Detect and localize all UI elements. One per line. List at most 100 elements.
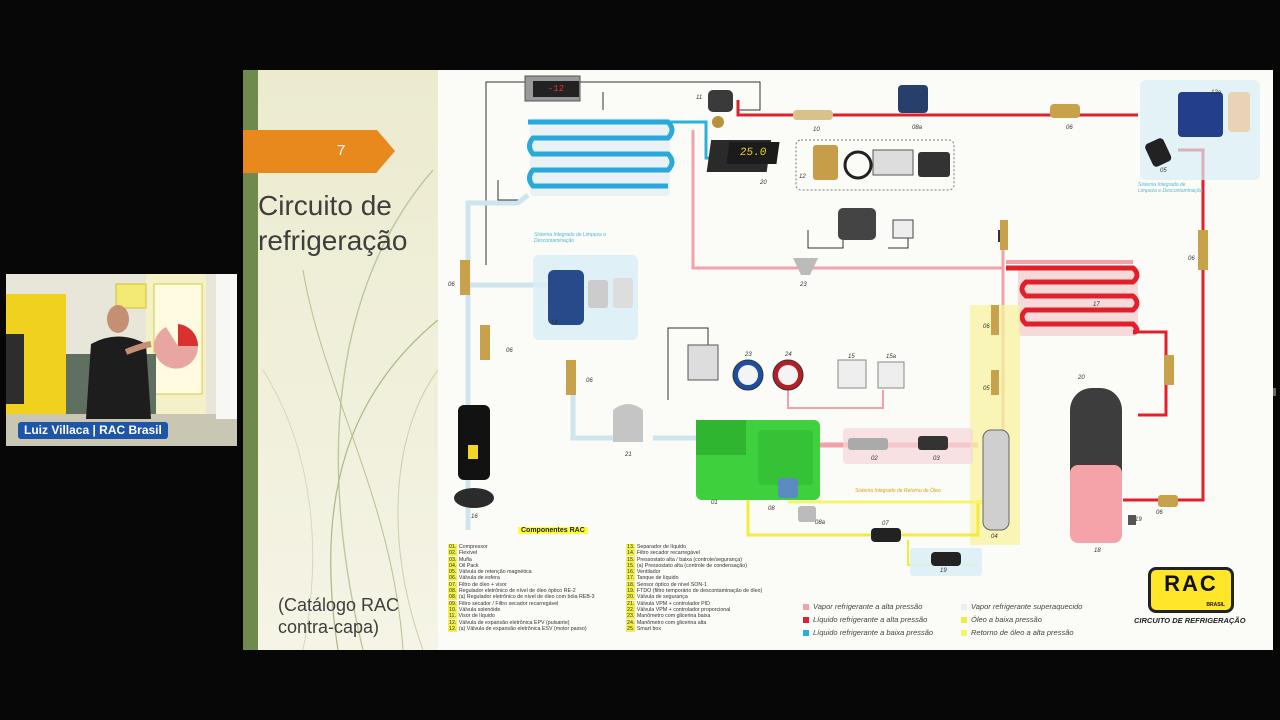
ftdo-19 [931, 552, 961, 566]
webcam-scene [6, 274, 237, 446]
filter-drier-09 [1145, 138, 1172, 167]
slide-number-badge: 7 [243, 130, 395, 173]
label-06-left2: 06 [506, 348, 513, 354]
controller-12a [872, 149, 914, 176]
label-09: 05 [1160, 168, 1167, 174]
component-list-item: 12. Válvula de expansão eletrônica EPV (… [448, 619, 570, 626]
component-list-item: 10. Válvula solenóide [448, 606, 501, 613]
logo-subtext: BRASIL [1206, 602, 1225, 608]
component-list-item: 09. Filtro secador / Filtro secador reca… [448, 600, 559, 607]
pipe-liquid-high-pressure [1138, 330, 1168, 417]
decorative-swirls [262, 169, 438, 650]
vpm-valve-22 [793, 258, 818, 275]
component-list-item: 21. Válvula VPM + controlador PID [626, 600, 711, 607]
legend-label: Líquido refrigerante a baixa pressão [813, 628, 934, 637]
sight-glass-11 [793, 110, 833, 120]
accessory-box [795, 139, 955, 191]
controller-22 [838, 208, 876, 240]
label-03: 03 [933, 456, 940, 462]
oil-pack-04 [982, 429, 1010, 531]
label-15: 15 [848, 354, 855, 360]
label-06-right: 06 [1188, 256, 1195, 262]
label-08: 08 [768, 506, 775, 512]
component-list-item: 11. Visor de líquido [448, 613, 495, 620]
condenser-coil [1006, 260, 1140, 336]
oil-filter-07 [871, 528, 901, 542]
ball-valve-06 [566, 360, 576, 395]
label-16: 17 [1093, 302, 1100, 308]
muffler-03 [918, 436, 948, 450]
legend-label: Vapor refrigerante a alta pressão [813, 602, 923, 611]
pipe-oil-low-pressure [746, 480, 980, 537]
component-list-item: 16. Ventilador [626, 569, 661, 576]
solenoid-valve-12 [708, 90, 733, 112]
component-list-item: 07. Filtro de óleo + visor [448, 581, 507, 588]
legend-swatch [961, 604, 967, 611]
component-list-item: 15. Pressostato alta / baixa (controle/s… [626, 556, 742, 563]
label-23: 23 [745, 352, 752, 358]
logo-caption: CIRCUITO DE REFRIGERAÇÃO [1134, 616, 1246, 625]
label-06-left1: 06 [448, 282, 455, 288]
evaporator-coil [527, 118, 675, 196]
level-sensor-18 [1128, 515, 1136, 525]
component-list-item: 25. Smart box [626, 625, 661, 632]
label-02: 02 [871, 456, 878, 462]
filter-drier-14-left [548, 270, 584, 325]
component-list-item: 20. Válvula de segurança [626, 594, 688, 601]
legend-label: Óleo a baixa pressão [971, 615, 1042, 624]
control-wire [667, 327, 709, 400]
component-list-item: 08. (a) Regulador eletrônico de nível de… [448, 594, 595, 601]
components-heading: Componentes RAC [518, 527, 588, 534]
control-wire [497, 180, 523, 201]
filter-drier-14 [1178, 92, 1223, 137]
label-24: 24 [785, 352, 792, 358]
rac-brasil-logo: RAC BRASIL [1148, 567, 1234, 613]
oil-regulator-08 [778, 478, 798, 498]
ball-valve-06 [1158, 495, 1178, 507]
slide-accent-strip [243, 70, 258, 650]
circuit-pipes [454, 75, 1260, 576]
slide-title: Circuito de refrigeração [258, 190, 408, 256]
label-15a: 15a [886, 354, 897, 360]
label-19: 19 [940, 568, 947, 574]
presenter-webcam: Luiz Villaca | RAC Brasil [6, 274, 237, 446]
ball-valve-06 [1198, 230, 1208, 270]
label-06-left3: 06 [586, 378, 593, 384]
label-18: 19 [1135, 517, 1142, 523]
label-06-top: 06 [1066, 125, 1073, 131]
logo-text: RAC [1164, 571, 1218, 596]
solenoid-valve-10 [898, 85, 928, 113]
pressure-switch-15 [837, 359, 867, 389]
cable-coil [843, 150, 873, 180]
ball-valve-06 [1164, 355, 1174, 385]
liquid-separator-13 [458, 405, 490, 480]
regulator-08a [798, 506, 816, 522]
control-wire [807, 228, 844, 249]
ball-valve-06 [991, 305, 999, 335]
component-list-item: 06. Válvula de esfera [448, 575, 500, 582]
label-20: 20 [760, 180, 767, 186]
flow-legend-item: Óleo a baixa pressão [961, 615, 1042, 624]
component-list-item: 19. FTDO (filtro temporário de descontam… [626, 588, 763, 595]
component-list-item: 05. Válvula de retenção magnética [448, 569, 532, 576]
label-22: 23 [800, 282, 807, 288]
component-list-item: 12. (a) Válvula de expansão eletrônica E… [448, 625, 587, 632]
slide-subtitle: (Catálogo RAC contra-capa) [278, 595, 400, 637]
filter-core [588, 280, 608, 308]
sensor-22 [892, 219, 914, 239]
component-list-item: 13. Separador de líquido [626, 544, 687, 550]
esv-valve-12a [813, 145, 838, 180]
component-list-item: 18. Sensor óptico de nível SON-1 [626, 581, 707, 588]
legend-swatch [803, 630, 809, 637]
label-21: 21 [625, 452, 632, 458]
label-04: 04 [991, 534, 998, 540]
compressor-01 [696, 420, 820, 500]
legend-swatch [803, 604, 809, 611]
component-list-item: 04. Oil Pack [448, 562, 479, 569]
note-sistema-oleo: Sistema Integrado de Retorno de Óleo [855, 488, 941, 494]
pipe-vapor-high-pressure [787, 390, 884, 409]
smart-box-display: 25.0 [726, 142, 780, 164]
slide-number: 7 [337, 142, 346, 159]
